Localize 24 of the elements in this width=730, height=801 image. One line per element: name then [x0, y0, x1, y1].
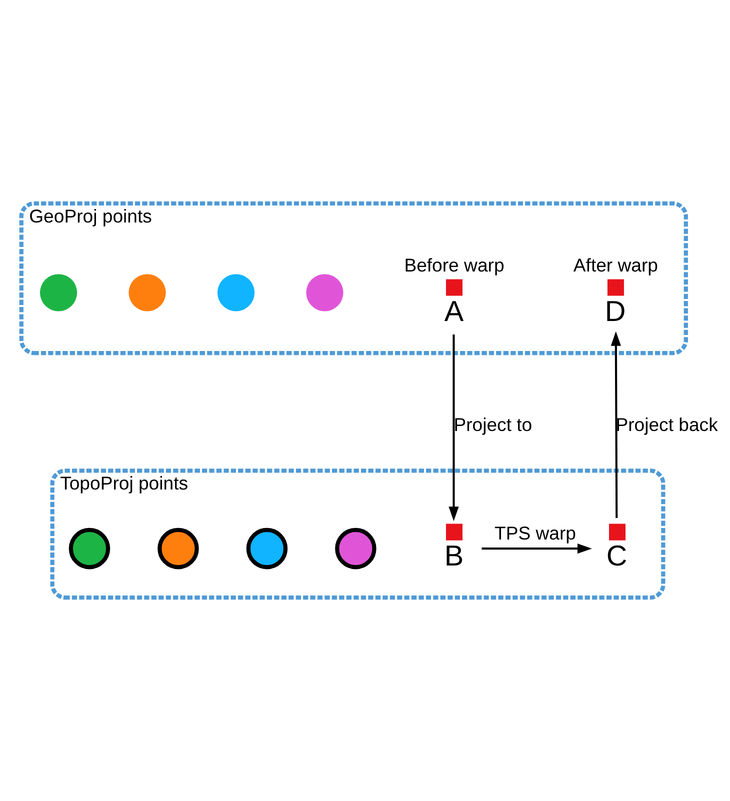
- node-circle: [216, 274, 254, 312]
- node-label: Before warp: [404, 254, 504, 276]
- node-circle: [246, 528, 288, 570]
- node-box: [445, 279, 462, 296]
- node-label: C: [606, 540, 627, 572]
- node-label: D: [604, 296, 626, 328]
- edge-label: Project back: [615, 414, 718, 435]
- node-box: [445, 524, 462, 540]
- node-circle: [68, 528, 110, 570]
- node-circle: [128, 274, 166, 312]
- arrow: [481, 544, 592, 554]
- node-circle: [306, 274, 343, 312]
- node-circle: [157, 528, 198, 570]
- node-box: [606, 279, 624, 296]
- arrow: [448, 334, 458, 522]
- node-label: B: [444, 540, 464, 572]
- node-circle: [39, 274, 77, 312]
- node-circle: [334, 528, 376, 570]
- node-box: [608, 524, 626, 540]
- node-label: After warp: [572, 254, 658, 276]
- arrow: [610, 331, 620, 518]
- edge-label: Project to: [453, 414, 532, 435]
- edge-label: TPS warp: [494, 522, 576, 544]
- node-label: A: [444, 296, 464, 328]
